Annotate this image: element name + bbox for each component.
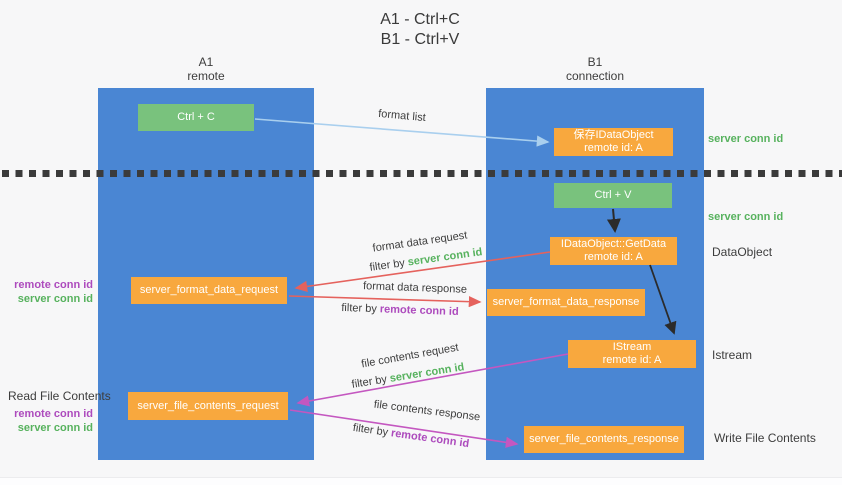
node-server-file-contents-request: server_file_contents_request: [128, 392, 288, 420]
title-line-b1: B1 - Ctrl+V: [380, 31, 460, 48]
left-label-read-file-contents: Read File Contents: [8, 389, 111, 403]
lane-header-a1: A1 remote: [126, 55, 286, 83]
diagram-title: A1 - Ctrl+C B1 - Ctrl+V: [340, 10, 500, 50]
remote-conn-id-text: remote conn id: [379, 303, 459, 319]
lane-a1-name: A1: [198, 55, 214, 69]
lane-b1-name: B1: [587, 55, 603, 69]
node-idataobject-getdata: IDataObject::GetData remote id: A: [550, 237, 677, 265]
right-label-write-file-contents: Write File Contents: [714, 431, 816, 445]
node-istream-line2: remote id: A: [602, 354, 662, 366]
flow-label-file-contents-response: file contents response: [373, 398, 481, 424]
left-label-remote-conn-id-1: remote conn id: [14, 279, 93, 291]
server-conn-id-text: server conn id: [406, 246, 484, 269]
node-file-response-label: server_file_contents_response: [529, 433, 679, 445]
node-istream: IStream remote id: A: [568, 340, 696, 368]
title-line-a1: A1 - Ctrl+C: [380, 11, 460, 28]
left-conn-stack-file: remote conn id server conn id: [0, 407, 93, 435]
node-getdata-line2: remote id: A: [584, 251, 643, 263]
node-save-idataobject-line2: remote id: A: [584, 142, 643, 154]
node-file-request-label: server_file_contents_request: [137, 399, 279, 412]
node-save-idataobject-line1: 保存IDataObject: [573, 129, 654, 141]
filter-by-text: filter by: [350, 372, 391, 391]
filter-by-text: filter by: [368, 256, 409, 274]
right-label-server-conn-id-mid: server conn id: [708, 211, 784, 223]
node-ctrl-c-label: Ctrl + C: [177, 111, 215, 123]
left-label-server-conn-id-2: server conn id: [17, 422, 93, 434]
node-server-format-data-response: server_format_data_response: [487, 289, 645, 316]
lane-b1-subtitle: connection: [565, 69, 625, 83]
node-format-response-label: server_format_data_response: [492, 296, 640, 308]
left-label-server-conn-id-1: server conn id: [17, 293, 93, 305]
node-istream-line1: IStream: [612, 341, 652, 353]
bottom-strip: [0, 477, 842, 485]
node-ctrl-c: Ctrl + C: [138, 104, 254, 131]
server-conn-id-text: server conn id: [388, 361, 466, 385]
arrow-format-data-response: [288, 295, 482, 308]
filter-by-text: filter by: [341, 301, 381, 316]
node-server-file-contents-response: server_file_contents_response: [524, 426, 684, 453]
node-ctrl-v-label: Ctrl + V: [594, 189, 632, 201]
flow-label-format-list: format list: [377, 107, 427, 125]
node-ctrl-v: Ctrl + V: [554, 183, 672, 208]
node-format-request-label: server_format_data_request: [139, 284, 279, 296]
right-label-dataobject: DataObject: [712, 245, 773, 259]
lane-a1-subtitle: remote: [187, 69, 225, 83]
remote-conn-id-text: remote conn id: [390, 427, 470, 451]
left-conn-stack-format: remote conn id server conn id: [0, 278, 93, 306]
node-server-format-data-request: server_format_data_request: [131, 277, 287, 304]
flow-label-format-data-response: format data response: [362, 280, 468, 296]
flow-label-filter-remote-2: filter by remote conn id: [352, 422, 470, 450]
session-divider: [2, 170, 842, 177]
left-label-remote-conn-id-2: remote conn id: [14, 408, 93, 420]
right-label-istream: Istream: [712, 348, 753, 362]
flow-label-filter-remote-1: filter by remote conn id: [341, 302, 459, 318]
right-label-server-conn-id-top: server conn id: [708, 133, 784, 145]
filter-by-text: filter by: [352, 421, 392, 440]
node-getdata-line1: IDataObject::GetData: [560, 238, 667, 250]
node-save-idataobject: 保存IDataObject remote id: A: [554, 128, 673, 156]
lane-header-b1: B1 connection: [515, 55, 675, 83]
